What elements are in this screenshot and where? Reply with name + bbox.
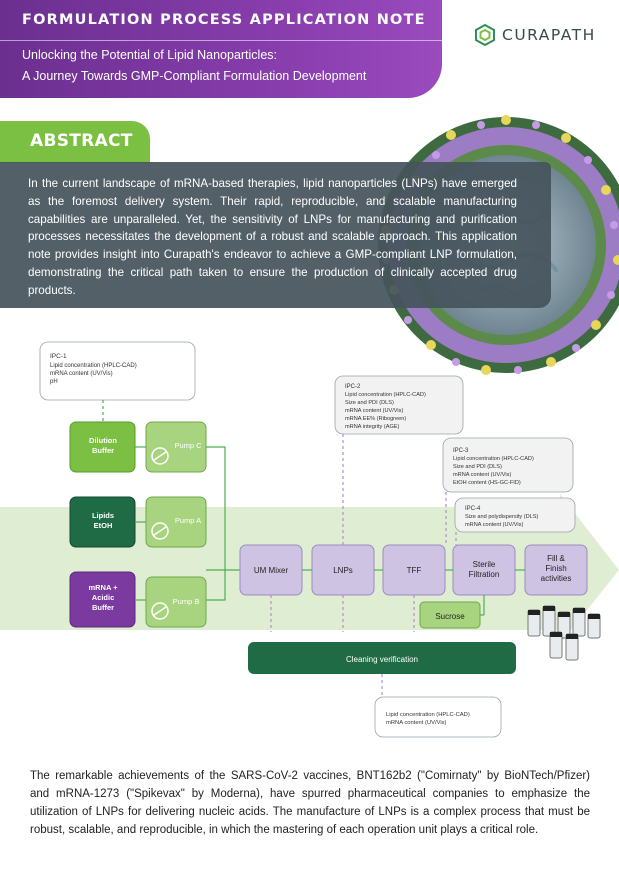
sucrose-label: Sucrose [435, 612, 465, 621]
fill-label: Finish [545, 564, 566, 573]
ipc2-line: mRNA EE% (Ribogreen) [345, 416, 406, 422]
pump-icon [151, 447, 169, 465]
ipc4-line: Size and polydispersity (DLS) [465, 514, 539, 520]
abstract-tab [0, 121, 150, 163]
ipc3-line: Lipid concentration (HPLC-CAD) [453, 456, 534, 462]
cleaning-line: mRNA content (UV/Vis) [386, 720, 447, 726]
cleaning-line: Lipid concentration (HPLC-CAD) [386, 712, 470, 718]
abstract-text: In the current landscape of mRNA-based t… [28, 177, 517, 297]
mrna-label: Acidic [92, 593, 115, 602]
ipc3-title: IPC-3 [453, 448, 469, 454]
ipc2-box [334, 375, 464, 435]
brand-logo: CURAPATH [474, 24, 596, 46]
page-subtitle: Unlocking the Potential of Lipid Nanopar… [22, 45, 366, 87]
mrna-label: Buffer [92, 603, 114, 612]
pump-icon [151, 602, 169, 620]
dilution-label: Dilution [89, 436, 117, 445]
lipids-label: EtOH [94, 521, 113, 530]
ipc4-box [454, 497, 576, 533]
abstract-panel [0, 162, 551, 308]
pump-a-box [145, 496, 207, 548]
subtitle-line-2: A Journey Towards GMP-Compliant Formulat… [22, 69, 367, 83]
cleaning-label: Cleaning verification [346, 655, 418, 664]
vials-image [527, 605, 601, 661]
ipc3-line: mRNA content (UV/Vis) [453, 472, 511, 478]
process-flow-diagram: IPC-1 Lipid concentration (HPLC-CAD) mRN… [0, 341, 619, 738]
mrna-label: mRNA + [88, 583, 118, 592]
pump-c-label: Pump C [174, 441, 202, 450]
tff-label: TFF [407, 566, 422, 575]
ipc4-title: IPC-4 [465, 506, 481, 512]
lipids-label: Lipids [92, 511, 114, 520]
ipc2-line: Size and PDI (DLS) [345, 400, 394, 406]
fill-label: Fill & [547, 554, 565, 563]
ipc4-line: mRNA content (UV/Vis) [465, 522, 523, 528]
um-mixer-label: UM Mixer [254, 566, 289, 575]
pump-a-label: Pump A [175, 516, 201, 525]
ipc2-title: IPC-2 [345, 384, 361, 390]
lnps-label: LNPs [333, 566, 353, 575]
fill-label: activities [541, 574, 572, 583]
ipc2-line: mRNA integrity (AGE) [345, 424, 400, 430]
sterile-label: Sterile [473, 560, 496, 569]
ipc2-line: Lipid concentration (HPLC-CAD) [345, 392, 426, 398]
cleaning-ipc-box [374, 696, 502, 738]
header-banner [0, 0, 442, 98]
ipc2-line: mRNA content (UV/Vis) [345, 408, 403, 414]
ipc1-line: mRNA content (UV/Vis) [50, 371, 113, 377]
ipc1-title: IPC-1 [50, 353, 67, 360]
dilution-label: Buffer [92, 446, 114, 455]
app-title: FORMULATION PROCESS APPLICATION NOTE [22, 12, 426, 28]
subtitle-line-1: Unlocking the Potential of Lipid Nanopar… [22, 48, 278, 62]
sterile-label: Filtration [469, 570, 500, 579]
body-paragraph: The remarkable achievements of the SARS-… [30, 770, 590, 836]
abstract-heading: ABSTRACT [30, 131, 133, 151]
cleaning-verification-bar [248, 642, 516, 674]
pump-b-label: Pump B [173, 597, 200, 606]
pump-b-box [145, 576, 207, 628]
ipc1-box [39, 341, 196, 401]
ipc3-line: EtOH content (HS-GC-FID) [453, 480, 521, 486]
ipc1-line: pH [50, 379, 58, 385]
curapath-logo-icon [475, 24, 495, 46]
pump-icon [151, 522, 169, 540]
ipc3-box [442, 437, 574, 493]
ipc3-line: Size and PDI (DLS) [453, 464, 502, 470]
header-divider [0, 40, 442, 41]
ipc1-line: Lipid concentration (HPLC-CAD) [50, 363, 137, 369]
brand-name: CURAPATH [502, 26, 596, 44]
